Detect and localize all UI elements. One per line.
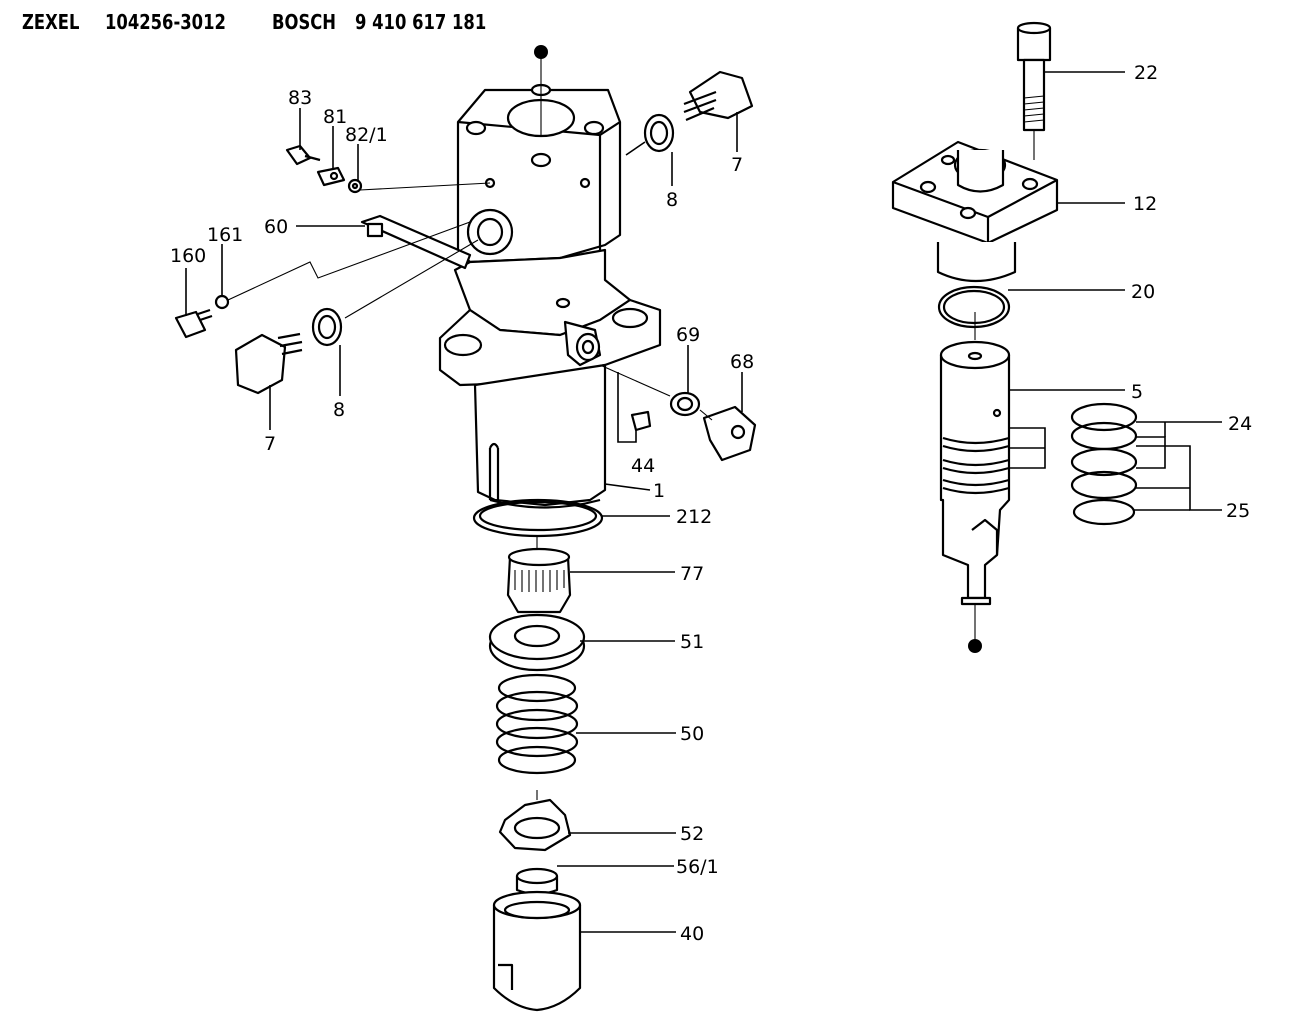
o-rings-24-25 <box>1070 402 1138 526</box>
callout-8-lower: 8 <box>333 399 345 421</box>
washer-161 <box>214 294 230 310</box>
callout-24: 24 <box>1228 413 1252 435</box>
callout-40: 40 <box>680 923 704 945</box>
shim-56-1 <box>515 867 559 896</box>
callout-25: 25 <box>1226 500 1250 522</box>
callout-68: 68 <box>730 351 754 373</box>
bolt-83 <box>285 144 321 166</box>
pump-housing <box>360 83 662 509</box>
callout-5: 5 <box>1131 381 1143 403</box>
bolt-22 <box>1016 21 1052 132</box>
washer-69 <box>669 391 701 417</box>
plug-7-lower <box>234 332 303 395</box>
callout-161: 161 <box>207 224 243 246</box>
callout-1: 1 <box>653 480 665 502</box>
callout-82-1: 82/1 <box>345 124 388 146</box>
callout-8-upper: 8 <box>666 189 678 211</box>
callout-labels: 83 81 82/1 161 160 60 7 8 7 8 69 68 44 1… <box>170 62 1252 945</box>
header-zexel-number: 104256-3012 <box>105 10 226 34</box>
screw-160 <box>174 308 213 339</box>
callout-44: 44 <box>631 455 655 477</box>
washer-8-lower <box>311 307 343 347</box>
spring-50 <box>495 673 579 775</box>
callout-7-upper: 7 <box>731 154 743 176</box>
spring-seat-52 <box>498 798 572 852</box>
screw-68 <box>702 405 757 462</box>
callout-83: 83 <box>288 87 312 109</box>
callout-20: 20 <box>1131 281 1155 303</box>
washer-8-upper <box>643 113 675 153</box>
header-brand-bosch: BOSCH <box>272 10 337 34</box>
barrel-plunger-5 <box>939 340 1011 606</box>
callout-7-lower: 7 <box>264 433 276 455</box>
tappet-40 <box>492 890 582 1012</box>
axis-dot-top-left <box>534 45 548 59</box>
control-sleeve-77 <box>506 547 572 614</box>
flange-12 <box>891 140 1059 283</box>
callout-22: 22 <box>1134 62 1158 84</box>
callout-69: 69 <box>676 324 700 346</box>
axis-dot-bottom-right <box>968 639 982 653</box>
callout-160: 160 <box>170 245 206 267</box>
washer-81 <box>316 166 346 187</box>
callout-77: 77 <box>680 563 704 585</box>
o-ring-20 <box>937 285 1011 329</box>
assembly-lines <box>227 130 1035 800</box>
header-brand-zexel: ZEXEL <box>22 10 80 34</box>
callout-212: 212 <box>676 506 712 528</box>
callout-50: 50 <box>680 723 704 745</box>
callout-12: 12 <box>1133 193 1157 215</box>
callout-56-1: 56/1 <box>676 856 719 878</box>
o-ring-212 <box>472 498 604 538</box>
header-bosch-number: 9 410 617 181 <box>355 10 487 34</box>
pin-44 <box>630 410 652 432</box>
plug-7-upper <box>683 70 754 122</box>
callout-81: 81 <box>323 106 347 128</box>
callout-51: 51 <box>680 631 704 653</box>
callout-52: 52 <box>680 823 704 845</box>
spring-seat-51 <box>488 613 586 672</box>
washer-82-1 <box>347 178 363 194</box>
callout-60: 60 <box>264 216 288 238</box>
leader-lines <box>185 71 1222 933</box>
